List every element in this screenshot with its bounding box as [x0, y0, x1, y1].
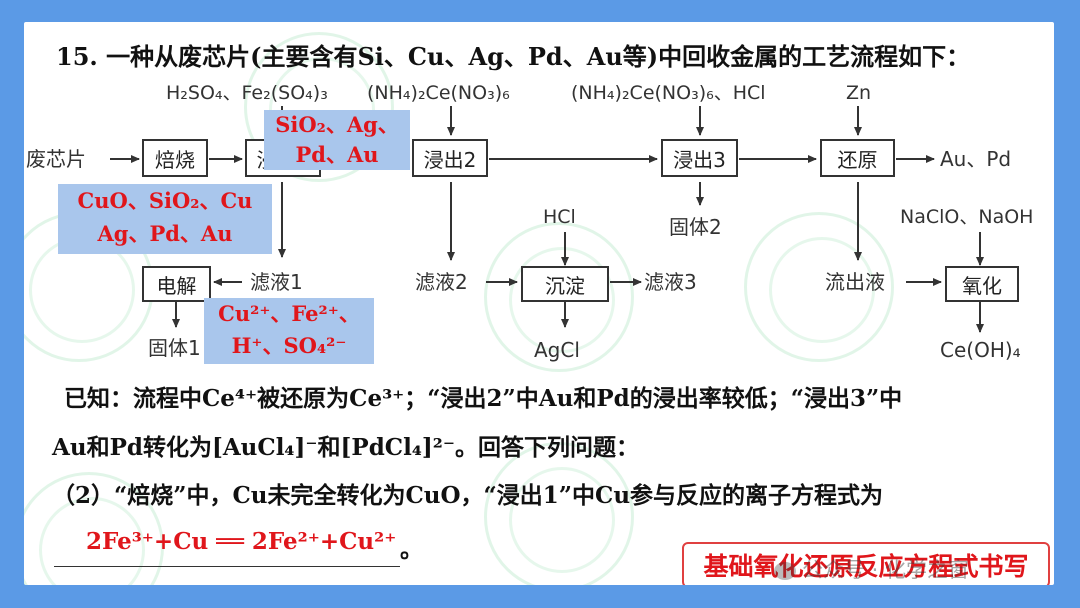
start-waste-chip: 废芯片 — [26, 147, 86, 171]
annotation-roast-product: CuO、SiO₂、Cu Ag、Pd、Au — [58, 184, 272, 254]
reagent-hcl: HCl — [543, 206, 576, 228]
box-precipitate: 沉淀 — [521, 266, 609, 302]
solid1-label: 固体1 — [148, 336, 201, 360]
effluent-label: 流出液 — [825, 270, 885, 294]
topic-badge: 基础氧化还原反应方程式书写 — [682, 542, 1050, 585]
watermark-source: 公众号 · 化学之窗 — [774, 554, 969, 584]
answer-equation: 2Fe³⁺+Cu ══ 2Fe²⁺+Cu²⁺ — [86, 528, 397, 555]
answer-end-punct: 。 — [400, 536, 423, 563]
sub-question-2: （2）“焙烧”中，Cu未完全转化为CuO，“浸出1”中Cu参与反应的离子方程式为 — [52, 482, 884, 509]
filtrate1-label: 滤液1 — [250, 270, 303, 294]
agcl-label: AgCl — [534, 338, 580, 362]
answer-blank-line — [54, 566, 400, 567]
watermark-seal — [484, 442, 634, 585]
box-oxidize: 氧化 — [945, 266, 1019, 302]
reagent-h2so4: H₂SO₄、Fe₂(SO₄)₃ — [166, 82, 328, 104]
ceoh4-label: Ce(OH)₄ — [940, 338, 1021, 362]
question-stem: 一种从废芯片(主要含有Si、Cu、Ag、Pd、Au等)中回收金属的工艺流程如下： — [106, 42, 971, 71]
reagent-zn: Zn — [846, 82, 872, 104]
annotation-leach1-residue: SiO₂、Ag、 Pd、Au — [264, 110, 410, 170]
box-roast: 焙烧 — [142, 139, 208, 177]
reagent-ceric-ammonium-nitrate: (NH₄)₂Ce(NO₃)₆ — [367, 82, 510, 104]
wechat-icon — [774, 562, 796, 580]
reagent-ceric-hcl: (NH₄)₂Ce(NO₃)₆、HCl — [571, 82, 766, 104]
watermark-seal — [484, 222, 634, 372]
filtrate3-label: 滤液3 — [644, 270, 697, 294]
known-line1: 已知：流程中Ce⁴⁺被还原为Ce³⁺；“浸出2”中Au和Pd的浸出率较低；“浸出… — [64, 385, 903, 412]
annotation-filtrate1-ions: Cu²⁺、Fe²⁺、 H⁺、SO₄²⁻ — [204, 298, 374, 364]
box-leach3: 浸出3 — [661, 139, 738, 177]
watermark-seal — [744, 212, 894, 362]
box-reduce: 还原 — [820, 139, 895, 177]
product-au-pd: Au、Pd — [940, 147, 1012, 171]
reagent-naclo-naoh: NaClO、NaOH — [900, 206, 1034, 228]
question-card: 15. 一种从废芯片(主要含有Si、Cu、Ag、Pd、Au等)中回收金属的工艺流… — [24, 22, 1054, 585]
box-leach2: 浸出2 — [412, 139, 488, 177]
solid2-label: 固体2 — [669, 215, 722, 239]
known-line2: Au和Pd转化为[AuCl₄]⁻和[PdCl₄]²⁻。回答下列问题： — [52, 434, 640, 461]
question-number: 15. — [56, 42, 98, 71]
question-title: 15. 一种从废芯片(主要含有Si、Cu、Ag、Pd、Au等)中回收金属的工艺流… — [56, 45, 970, 69]
box-electrolysis: 电解 — [142, 266, 211, 302]
filtrate2-label: 滤液2 — [415, 270, 468, 294]
